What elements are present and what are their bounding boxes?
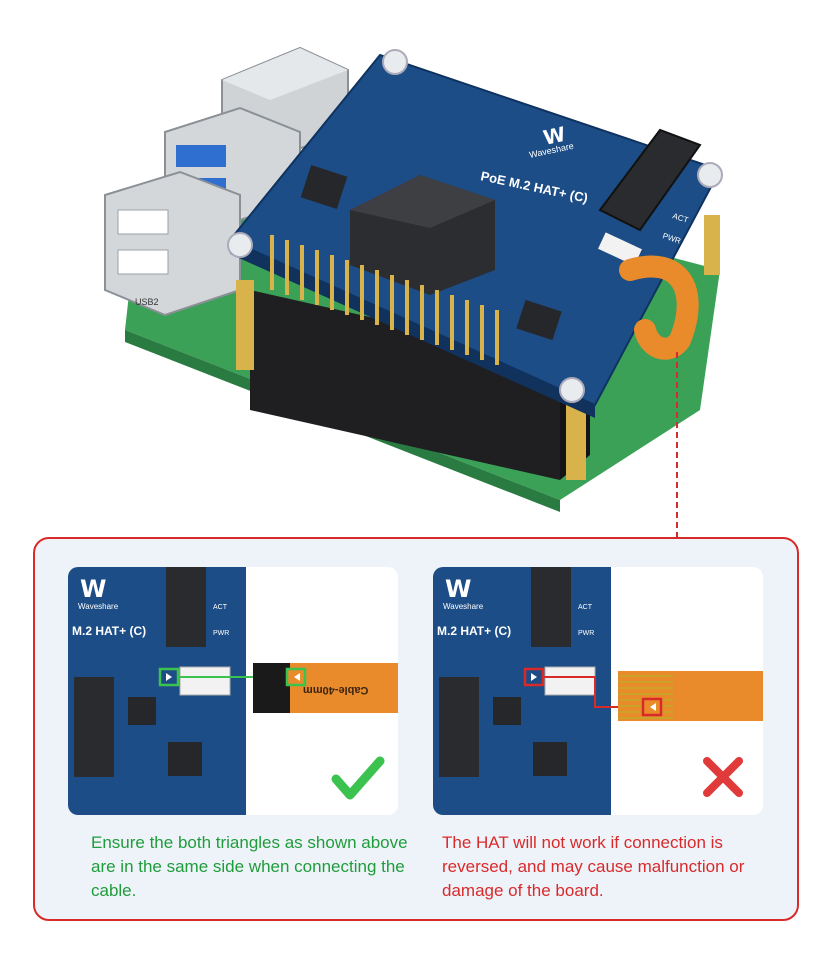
cable-label: Cable-40mm [303, 684, 369, 696]
fpc-connector [179, 666, 231, 696]
model-label: M.2 HAT+ (C) [437, 624, 511, 638]
brand-label: Waveshare [443, 602, 484, 611]
check-mark-icon [331, 756, 385, 800]
cross-mark-icon [703, 757, 743, 797]
product-photo: USB2 [104, 46, 723, 512]
pwr-label: PWR [578, 630, 594, 637]
brand-label: Waveshare [78, 602, 119, 611]
waveshare-logo-icon: W [80, 575, 106, 603]
incorrect-connection-panel: W Waveshare M.2 HAT+ (C) ACT PWR [433, 567, 763, 815]
incorrect-caption: The HAT will not work if connection is r… [442, 833, 745, 900]
act-label: ACT [213, 604, 228, 611]
callout-dashed-line [676, 352, 678, 538]
fpc-cable [619, 255, 699, 360]
hero-logo-icon: W [541, 122, 568, 150]
cable-end-reversed [618, 671, 763, 721]
fpc-connector [544, 666, 596, 696]
correct-connection-panel: W Waveshare M.2 HAT+ (C) ACT PWR Cable-4… [68, 567, 398, 815]
waveshare-logo-icon: W [445, 575, 471, 603]
cable-end [290, 663, 398, 713]
model-label: M.2 HAT+ (C) [72, 624, 146, 638]
usb-label: USB2 [135, 297, 159, 307]
usb-port-bottom: USB2 [104, 170, 241, 317]
correct-caption: Ensure the both triangles as shown above… [91, 833, 408, 900]
act-label: ACT [578, 604, 593, 611]
poe-m2-hat-board: W Waveshare PoE M.2 HAT+ (C) ACT PWR [227, 49, 723, 418]
instruction-frame: W Waveshare M.2 HAT+ (C) ACT PWR Cable-4… [33, 537, 799, 921]
pwr-label: PWR [213, 630, 229, 637]
